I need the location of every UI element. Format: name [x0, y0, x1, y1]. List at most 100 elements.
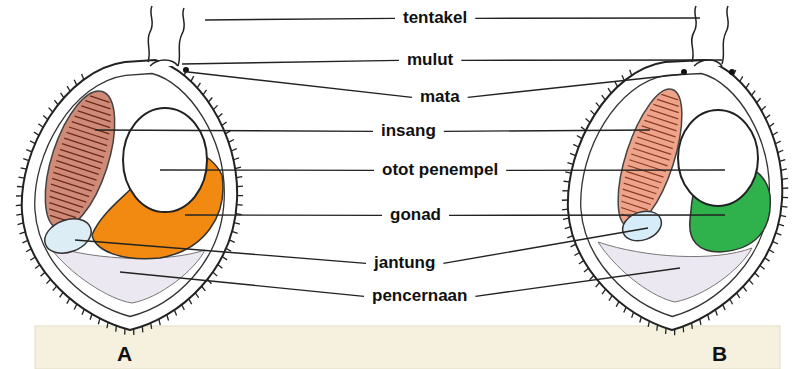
leader-line	[160, 169, 374, 171]
leader-line	[449, 214, 725, 216]
clam-b	[568, 6, 782, 330]
shell-spike	[781, 206, 787, 208]
shell-spike	[596, 283, 600, 288]
shell-spike	[54, 100, 58, 105]
leader-line	[444, 130, 650, 131]
shell-spike	[773, 241, 778, 244]
heart	[618, 206, 665, 246]
shell-spike	[609, 295, 612, 300]
leader-line	[182, 60, 399, 64]
part-label: pencernaan	[372, 287, 467, 306]
shell-outline	[568, 60, 782, 330]
leader-line	[468, 74, 684, 97]
gill-stripe	[625, 177, 659, 188]
shell-spike	[775, 141, 780, 144]
leader-line	[95, 130, 373, 131]
shell-spike	[656, 325, 658, 331]
shell-spike	[674, 329, 675, 335]
shell-spike	[615, 81, 618, 86]
shell-spike	[182, 305, 185, 310]
shell-spike	[602, 95, 606, 100]
shell-spike	[567, 163, 573, 165]
leader-line	[205, 18, 395, 20]
gill-stripe	[635, 143, 671, 155]
shell-spike	[107, 322, 108, 328]
part-label: otot penempel	[382, 161, 498, 180]
shell-spike	[26, 249, 31, 252]
shell-spike	[769, 123, 774, 127]
shell-spike	[16, 204, 22, 206]
shell-spike	[579, 260, 584, 263]
shell-spike	[590, 110, 594, 114]
gill-stripe	[50, 196, 84, 207]
shell-spike	[208, 97, 212, 102]
mantle-outline	[581, 74, 770, 317]
shell-spike	[608, 88, 611, 93]
shell-spike	[780, 160, 786, 162]
shell-spike	[567, 236, 573, 238]
shell-spike	[778, 150, 784, 152]
shell-spike	[19, 176, 25, 178]
shell-spike	[778, 224, 784, 226]
shell-spike	[630, 70, 632, 76]
shell-spike	[564, 181, 570, 183]
shell-spike	[74, 304, 77, 309]
gill-stripe	[64, 138, 106, 151]
shell-spike	[236, 176, 242, 178]
leader-line	[75, 240, 366, 263]
tentacle	[178, 8, 184, 66]
leader-line	[475, 17, 700, 19]
shell-spike	[780, 215, 786, 216]
gill-stripe	[626, 171, 661, 182]
shell-spike	[573, 144, 578, 147]
gill-stripe	[58, 155, 101, 169]
shell-spike	[234, 223, 240, 225]
shell-spike	[22, 240, 27, 242]
leader-line	[475, 268, 680, 296]
shell-spike	[237, 195, 243, 196]
gill-stripe	[55, 167, 97, 181]
figure-letter: A	[117, 342, 132, 365]
shell-spike	[218, 114, 222, 118]
shell-spike	[565, 227, 571, 229]
gill-stripe	[642, 126, 676, 137]
shell-spike	[584, 268, 589, 272]
shell-spike	[167, 315, 169, 321]
shell-spike	[782, 197, 788, 198]
shell-spike	[737, 293, 740, 298]
shell-spike	[232, 231, 238, 233]
shell-spike	[700, 319, 701, 325]
shell-spike	[691, 323, 693, 329]
shell-spike	[20, 232, 26, 234]
shell-spike	[67, 86, 70, 91]
leader-line	[461, 59, 722, 61]
tentacle	[148, 6, 152, 62]
figure-letter: B	[712, 342, 727, 365]
shell-spike	[184, 70, 186, 75]
shell-spike	[740, 76, 743, 81]
shell-spike	[49, 108, 53, 112]
shell-spike	[602, 289, 606, 294]
gill-stripe	[51, 184, 89, 196]
leader-line	[185, 214, 382, 216]
adductor-muscle	[678, 110, 758, 206]
mouth	[694, 60, 722, 66]
shell-spike	[632, 312, 634, 318]
shell-spike	[53, 286, 57, 291]
gill-stripe	[62, 144, 104, 158]
shell-spike	[142, 326, 144, 332]
shell-spike	[195, 293, 198, 298]
shell-spike	[98, 318, 99, 324]
leader-line	[188, 72, 412, 97]
shell-spike	[562, 208, 568, 210]
heart	[40, 213, 96, 259]
shell-spike	[16, 195, 22, 196]
shell-spike	[590, 276, 594, 280]
gill-stripe	[624, 183, 657, 194]
shell-spike	[743, 287, 747, 292]
gill-stripe	[623, 189, 654, 199]
gill-stripe	[78, 111, 111, 122]
shell-spike	[733, 70, 736, 75]
shell-spike	[133, 329, 134, 335]
shell-spike	[562, 199, 568, 201]
